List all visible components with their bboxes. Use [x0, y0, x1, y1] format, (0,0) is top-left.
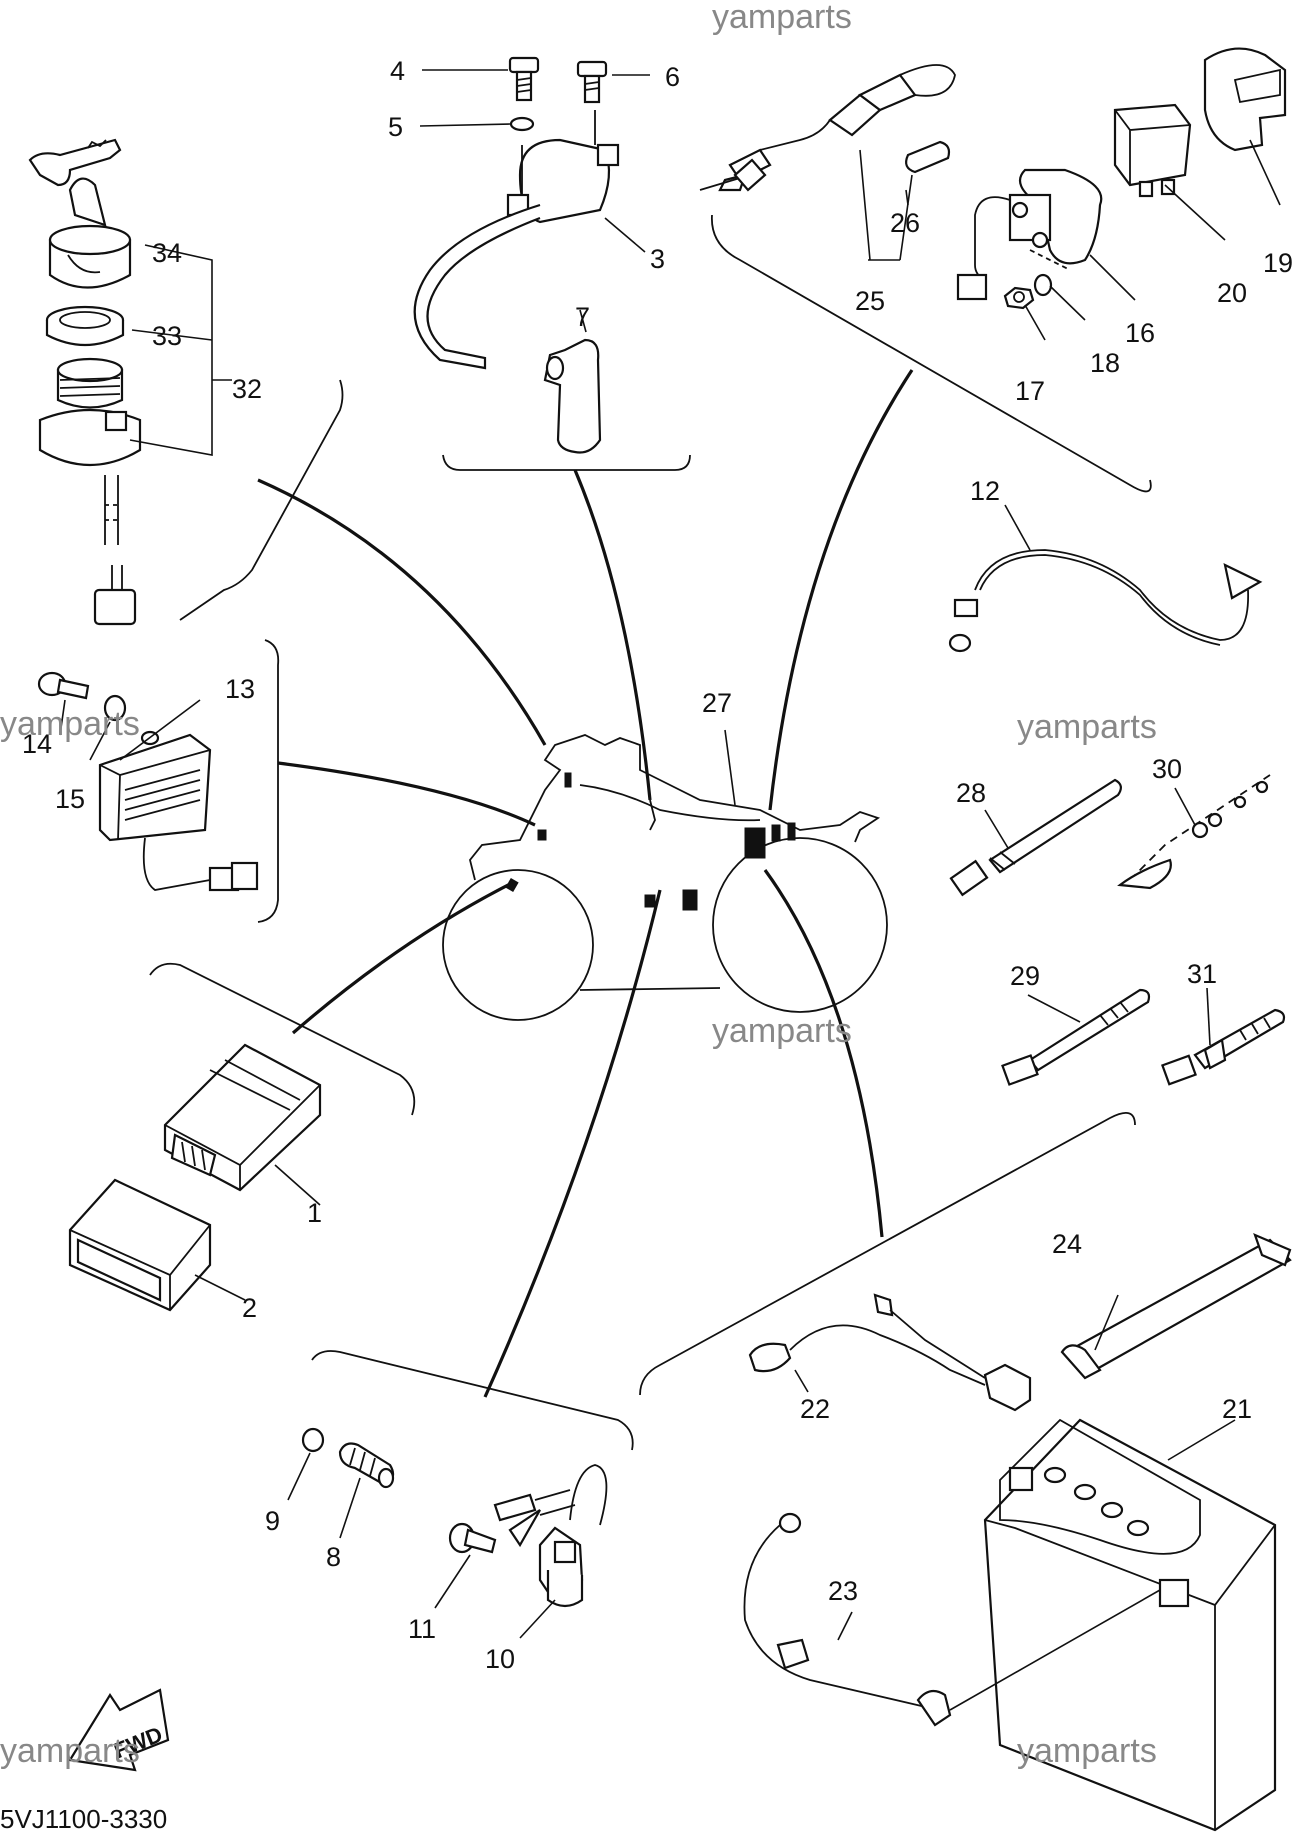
wire-lead-12 [948, 504, 1263, 653]
fuse-26 [905, 140, 951, 174]
cdi-cover [68, 1178, 212, 1312]
watermark-text: yamparts [0, 1732, 140, 1770]
watermarks: yamparts yamparts yamparts yamparts yamp… [0, 0, 1157, 1770]
part-label-14: 14 [22, 729, 52, 759]
cable-23 [743, 1512, 952, 1727]
part-label-18: 18 [1090, 348, 1120, 378]
tie-29 [1001, 988, 1151, 1086]
nut-17 [1003, 286, 1035, 310]
part-label-5: 5 [388, 112, 403, 142]
part-label-8: 8 [326, 1542, 341, 1572]
washer-5 [509, 116, 535, 132]
battery-band-24 [1060, 1233, 1292, 1380]
cdi-unit-assembly [68, 1043, 322, 1312]
watermark-text: yamparts [0, 705, 140, 743]
bolt-6 [576, 60, 608, 104]
battery-assembly [743, 1233, 1292, 1832]
bolt-11 [448, 1522, 497, 1554]
part-label-10: 10 [485, 1644, 515, 1674]
part-label-20: 20 [1217, 278, 1247, 308]
part-label-3: 3 [650, 244, 665, 274]
part-label-29: 29 [1010, 961, 1040, 991]
rectifier-regulator-assembly [37, 671, 259, 892]
part-label-31: 31 [1187, 959, 1217, 989]
part-label-23: 23 [828, 1576, 858, 1606]
group-brackets [149, 214, 1152, 1451]
rectifier-body [98, 730, 259, 892]
part-label-4: 4 [390, 56, 405, 86]
starter-relay [956, 168, 1103, 301]
switch-body [38, 357, 142, 626]
part-label-28: 28 [956, 778, 986, 808]
key-icon [28, 138, 122, 187]
lead-27 [724, 729, 736, 806]
coil-body [506, 110, 620, 224]
cdi-unit [163, 1043, 322, 1192]
part-label-17: 17 [1015, 376, 1045, 406]
relay-20 [1113, 103, 1192, 198]
gasket-9 [301, 1427, 325, 1453]
part-label-26: 26 [890, 208, 920, 238]
tie-30 [1117, 774, 1271, 890]
part-label-1: 1 [307, 1198, 322, 1228]
tie-31 [1161, 1008, 1286, 1086]
part-number-labels: 1 2 3 4 5 6 7 8 9 10 11 12 13 14 15 16 1… [22, 56, 1293, 1674]
part-label-7: 7 [575, 302, 590, 332]
fuse-holder [699, 64, 956, 192]
washer-15 [103, 694, 127, 722]
ignition-coil-assembly [413, 56, 650, 454]
part-label-33: 33 [152, 321, 182, 351]
part-label-24: 24 [1052, 1229, 1082, 1259]
tie-28 [949, 778, 1122, 897]
starter-relay-group [699, 47, 1287, 341]
part-label-9: 9 [265, 1506, 280, 1536]
main-switch-assembly [28, 138, 232, 626]
watermark-text: yamparts [1017, 708, 1157, 746]
part-label-32: 32 [232, 374, 262, 404]
part-label-16: 16 [1125, 318, 1155, 348]
spark-plug-cap [543, 338, 602, 454]
part-label-34: 34 [152, 238, 182, 268]
switch-10 [493, 1464, 608, 1608]
part-label-27: 27 [702, 688, 732, 718]
lock-nut [45, 305, 125, 347]
vehicle-outline [442, 734, 888, 1021]
part-label-15: 15 [55, 784, 85, 814]
part-label-30: 30 [1152, 754, 1182, 784]
cable-22 [748, 1293, 1032, 1412]
bolt-14 [37, 671, 90, 700]
part-label-13: 13 [225, 674, 255, 704]
part-label-22: 22 [800, 1394, 830, 1424]
part-label-21: 21 [1222, 1394, 1252, 1424]
diagram-code: 5VJ1100-3330 [0, 1804, 167, 1834]
cover-19 [1203, 47, 1287, 152]
part-label-25: 25 [855, 286, 885, 316]
battery-21 [983, 1418, 1277, 1832]
switch-8 [338, 1442, 395, 1489]
part-label-12: 12 [970, 476, 1000, 506]
watermark-text: yamparts [712, 1012, 852, 1050]
switch-cap [48, 177, 132, 289]
cable-ties-group [949, 774, 1286, 1086]
part-label-2: 2 [242, 1293, 257, 1323]
watermark-text: yamparts [712, 0, 852, 36]
connector-curves [257, 369, 914, 1398]
neutral-switch-assembly [287, 1427, 608, 1639]
part-label-11: 11 [408, 1614, 436, 1644]
part-label-6: 6 [665, 62, 680, 92]
watermark-text: yamparts [1017, 1732, 1157, 1770]
washer-18 [1033, 273, 1053, 297]
part-label-19: 19 [1263, 248, 1293, 278]
bolt-4 [508, 56, 540, 102]
